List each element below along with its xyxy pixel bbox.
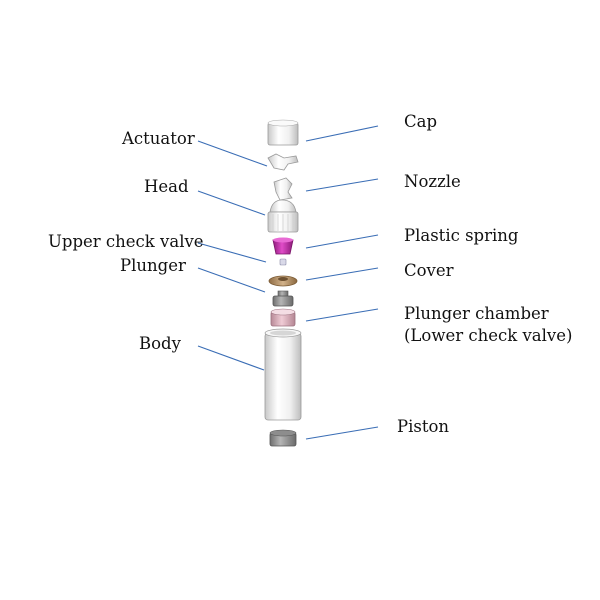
label-cover: Cover xyxy=(404,261,454,280)
leader-line-plunger-chamber xyxy=(305,308,379,322)
leader-line-head xyxy=(197,190,266,216)
label-head: Head xyxy=(144,177,189,196)
nozzle-part xyxy=(273,177,293,201)
label-plunger-chamber: Plunger chamber xyxy=(404,304,549,323)
label-cap: Cap xyxy=(404,112,438,131)
leader-line-piston xyxy=(305,426,379,440)
cover-part xyxy=(268,275,298,287)
plunger-chamber-part xyxy=(270,308,296,327)
label-piston: Piston xyxy=(397,417,450,436)
leader-line-actuator xyxy=(197,140,268,167)
leader-line-plastic-spring xyxy=(305,234,379,249)
leader-line-plunger xyxy=(197,267,266,293)
plastic-spring-part xyxy=(272,237,294,255)
upper-check-valve-part xyxy=(279,258,287,266)
plunger-part xyxy=(272,290,294,307)
actuator-part xyxy=(267,153,299,171)
head-part xyxy=(267,199,299,233)
body-part xyxy=(264,328,302,421)
cap-part xyxy=(267,119,299,146)
leader-line-body xyxy=(197,345,265,371)
label-upper-check-valve: Upper check valve xyxy=(48,232,204,251)
leader-line-cap xyxy=(305,125,379,142)
label-actuator: Actuator xyxy=(122,129,195,148)
label-lower-check-valve: (Lower check valve) xyxy=(404,326,573,345)
piston-part xyxy=(269,429,297,447)
label-body: Body xyxy=(139,334,181,353)
leader-line-cover xyxy=(305,267,379,281)
label-plastic-spring: Plastic spring xyxy=(404,226,519,245)
leader-line-nozzle xyxy=(305,178,379,192)
leader-line-upper-check-valve xyxy=(197,242,267,263)
label-plunger: Plunger xyxy=(120,256,186,275)
label-nozzle: Nozzle xyxy=(404,172,461,191)
